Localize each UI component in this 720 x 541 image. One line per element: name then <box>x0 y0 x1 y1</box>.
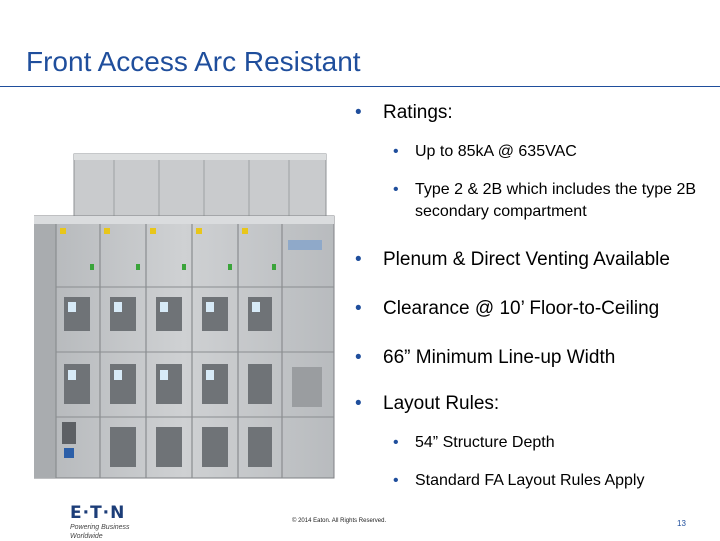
sub-bullet-fa-rules: Standard FA Layout Rules Apply <box>355 470 715 492</box>
slide-title: Front Access Arc Resistant <box>26 46 361 77</box>
switchgear-photo <box>34 153 335 479</box>
bullet-lineup-width: 66” Minimum Line-up Width <box>355 345 715 370</box>
sub-bullet-85ka: Up to 85kA @ 635VAC <box>355 141 715 163</box>
bullet-list: Ratings: Up to 85kA @ 635VAC Type 2 & 2B… <box>355 100 715 492</box>
bullet-plenum: Plenum & Direct Venting Available <box>355 247 715 272</box>
bullet-layout-rules: Layout Rules: <box>355 391 715 416</box>
page-number: 13 <box>677 519 686 528</box>
sub-bullet-type2b: Type 2 & 2B which includes the type 2B s… <box>355 179 715 223</box>
copyright-notice: © 2014 Eaton. All Rights Reserved. <box>292 518 387 524</box>
bullet-ratings: Ratings: <box>355 100 715 125</box>
title-underline <box>0 86 720 87</box>
bullet-clearance: Clearance @ 10’ Floor-to-Ceiling <box>355 296 715 321</box>
sub-bullet-structure-depth: 54” Structure Depth <box>355 432 715 454</box>
logo-tagline: Powering Business Worldwide <box>70 524 130 540</box>
eaton-logo: E·T·N Powering Business Worldwide <box>70 503 150 541</box>
logo-wordmark: E·T·N <box>70 503 126 523</box>
